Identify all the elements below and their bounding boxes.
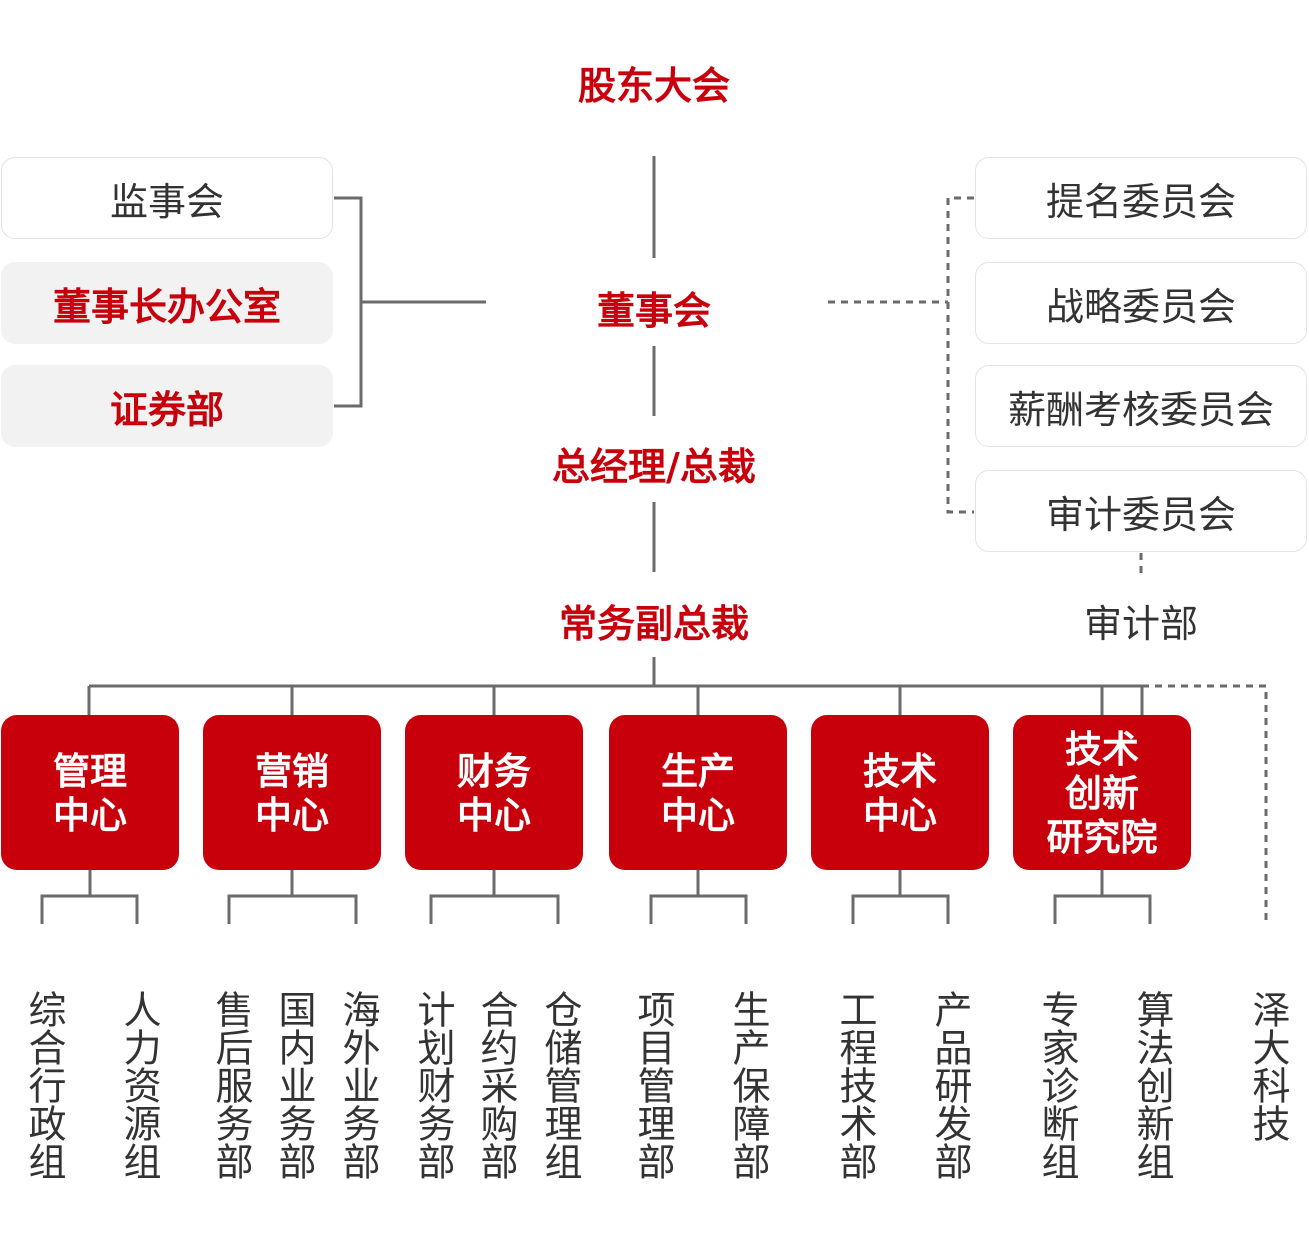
affiliate-zeda-tech: 泽大科技 — [1246, 990, 1290, 1142]
dept-production-support: 生产保障部 — [726, 990, 770, 1180]
securities-dept-box: 证券部 — [1, 365, 333, 447]
compensation-committee-label: 薪酬考核委员会 — [1007, 387, 1274, 432]
audit-dept-label: 审计部 — [1083, 602, 1198, 646]
nomination-committee-label: 提名委员会 — [1045, 179, 1236, 224]
dept-project-mgmt: 项目管理部 — [631, 990, 675, 1180]
center-label-finance: 财务 中心 — [457, 749, 531, 837]
center-label-marketing: 营销 中心 — [255, 749, 329, 837]
center-box-technology: 技术 中心 — [811, 715, 989, 870]
center-box-innovation-institute: 技术 创新 研究院 — [1013, 715, 1191, 870]
nomination-committee-box: 提名委员会 — [975, 157, 1307, 239]
supervisory-board-box: 监事会 — [1, 157, 333, 239]
dept-warehouse: 仓储管理组 — [538, 990, 582, 1180]
strategy-committee-box: 战略委员会 — [975, 262, 1307, 344]
center-label-innovation-institute: 技术 创新 研究院 — [1046, 727, 1158, 859]
compensation-committee-box: 薪酬考核委员会 — [975, 365, 1307, 447]
dept-rnd: 产品研发部 — [928, 990, 972, 1180]
supervisory-board-label: 监事会 — [109, 179, 224, 224]
chairman-office-label: 董事长办公室 — [52, 284, 281, 329]
center-box-management: 管理 中心 — [1, 715, 179, 870]
center-label-production: 生产 中心 — [661, 749, 735, 837]
chairman-office-box: 董事长办公室 — [1, 262, 333, 344]
dept-algorithm-innovation: 算法创新组 — [1130, 990, 1174, 1180]
audit-committee-box: 审计委员会 — [975, 470, 1307, 552]
dept-admin: 综合行政组 — [22, 990, 66, 1180]
general-manager-label: 总经理/总裁 — [552, 445, 756, 489]
shareholders-label: 股东大会 — [577, 64, 730, 108]
dept-domestic: 国内业务部 — [272, 990, 316, 1180]
center-label-management: 管理 中心 — [53, 749, 127, 837]
center-box-finance: 财务 中心 — [405, 715, 583, 870]
executive-vp-label: 常务副总裁 — [558, 602, 749, 646]
center-box-marketing: 营销 中心 — [203, 715, 381, 870]
dept-planning-finance: 计划财务部 — [411, 990, 455, 1180]
dept-engineering: 工程技术部 — [833, 990, 877, 1180]
board-label: 董事会 — [596, 289, 711, 333]
center-box-production: 生产 中心 — [609, 715, 787, 870]
strategy-committee-label: 战略委员会 — [1045, 284, 1236, 329]
dept-after-sales: 售后服务部 — [209, 990, 253, 1180]
dept-expert-diagnosis: 专家诊断组 — [1035, 990, 1079, 1180]
securities-dept-label: 证券部 — [109, 387, 224, 432]
dept-overseas: 海外业务部 — [336, 990, 380, 1180]
audit-committee-label: 审计委员会 — [1045, 492, 1236, 537]
dept-procurement: 合约采购部 — [474, 990, 518, 1180]
center-label-technology: 技术 中心 — [863, 749, 937, 837]
dept-hr: 人力资源组 — [117, 990, 161, 1180]
